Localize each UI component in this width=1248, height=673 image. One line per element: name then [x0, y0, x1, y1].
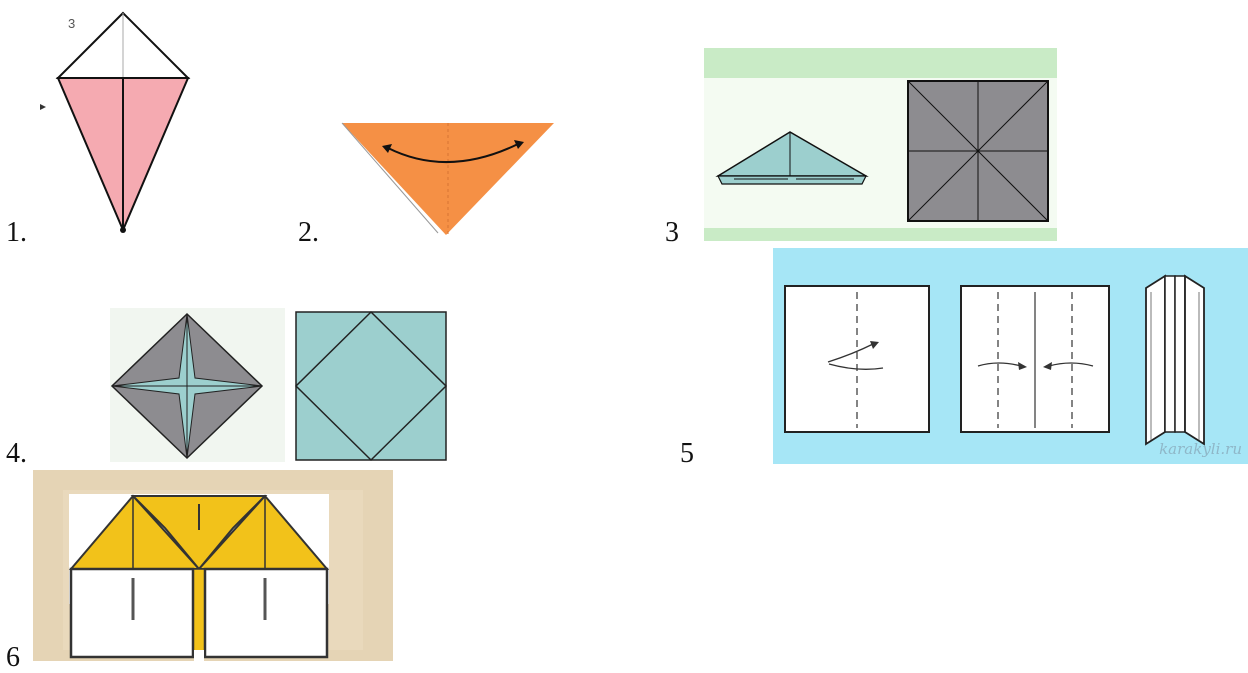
diagram-3-panel	[704, 48, 1057, 241]
label-1: 1.	[6, 217, 27, 248]
label-5: 5	[680, 438, 694, 469]
diagram-1-step-label: 3	[68, 16, 75, 31]
diagram-2-triangle	[338, 120, 560, 240]
label-6: 6	[6, 642, 20, 673]
diagram-5-panel: karakyli.ru	[773, 248, 1248, 464]
watermark: karakyli.ru	[1159, 440, 1242, 458]
label-3: 3	[665, 217, 679, 248]
diagram-6-panel	[33, 470, 393, 661]
diagram-1-kite: 3	[38, 8, 198, 238]
label-4: 4.	[6, 438, 27, 469]
label-2: 2.	[298, 217, 319, 248]
diagram-4-panel	[110, 308, 450, 462]
